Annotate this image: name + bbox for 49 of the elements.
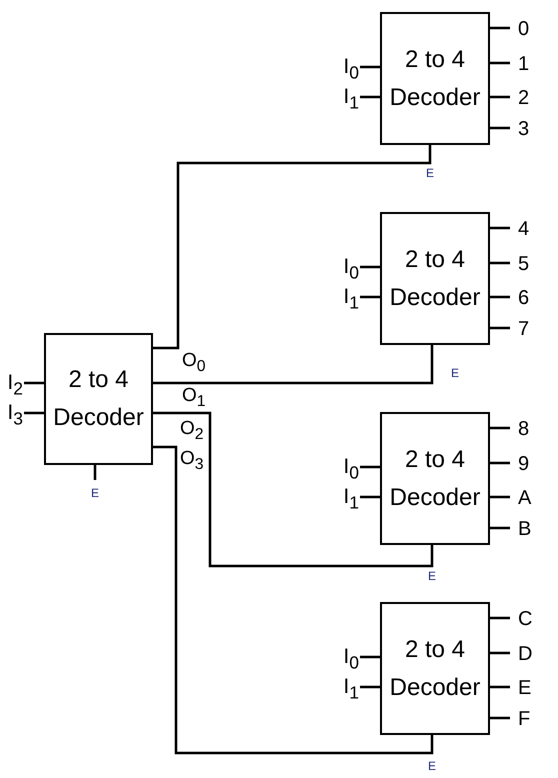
block-label: 2 to 4 Decoder [52, 365, 145, 433]
pin-label: I$_{3}$ [7, 402, 23, 428]
edge-label: O$_{0}$ [182, 351, 206, 375]
pin-label: I$_{1}$ [343, 286, 359, 312]
pin-label: E [451, 367, 459, 379]
pin-label: E [428, 570, 436, 582]
pin-label: I$_{0}$ [343, 256, 359, 282]
pin-label: 8 [518, 419, 530, 439]
pin-label: E [518, 678, 532, 698]
wire [153, 145, 432, 350]
pin-label: 5 [518, 254, 530, 274]
pin-label: E [426, 167, 434, 179]
pin-label: A [518, 488, 532, 508]
pin-label: I$_{1}$ [343, 86, 359, 112]
pin-label: F [518, 709, 530, 729]
pin-label: D [518, 644, 532, 664]
pin-label: 2 [518, 88, 530, 108]
block-label: 2 to 4 Decoder [388, 44, 482, 112]
edge-label: O$_{1}$ [182, 386, 206, 410]
pin-label: I$_{1}$ [343, 676, 359, 702]
block-label: 2 to 4 Decoder [388, 444, 482, 512]
pin-label: B [518, 519, 532, 539]
pin-label: 4 [518, 219, 530, 239]
block-label: 2 to 4 Decoder [388, 244, 482, 312]
pin-label: 1 [518, 54, 530, 74]
decoder-block [380, 412, 490, 545]
decoder-block [380, 12, 490, 145]
pin-label: 7 [518, 319, 530, 339]
decoder-block [380, 602, 490, 735]
pin-label: 9 [518, 454, 530, 474]
pin-label: I$_{1}$ [343, 486, 359, 512]
pin-label: 0 [518, 19, 530, 39]
wire [153, 446, 434, 754]
decoder-block [380, 212, 490, 345]
pin-label: 6 [518, 288, 530, 308]
wire [153, 412, 434, 568]
pin-label: E [428, 760, 436, 772]
pin-label: I$_{0}$ [343, 456, 359, 482]
wire [153, 345, 434, 384]
pin-label: I$_{2}$ [7, 372, 23, 398]
edge-label: O$_{2}$ [180, 419, 204, 443]
decoder-block [44, 333, 153, 465]
block-label: 2 to 4 Decoder [388, 634, 482, 702]
pin-label: E [91, 487, 99, 499]
pin-label: I$_{0}$ [343, 56, 359, 82]
pin-label: I$_{0}$ [343, 646, 359, 672]
pin-label: 3 [518, 119, 530, 139]
pin-label: C [518, 609, 532, 629]
edge-label: O$_{3}$ [180, 449, 204, 473]
